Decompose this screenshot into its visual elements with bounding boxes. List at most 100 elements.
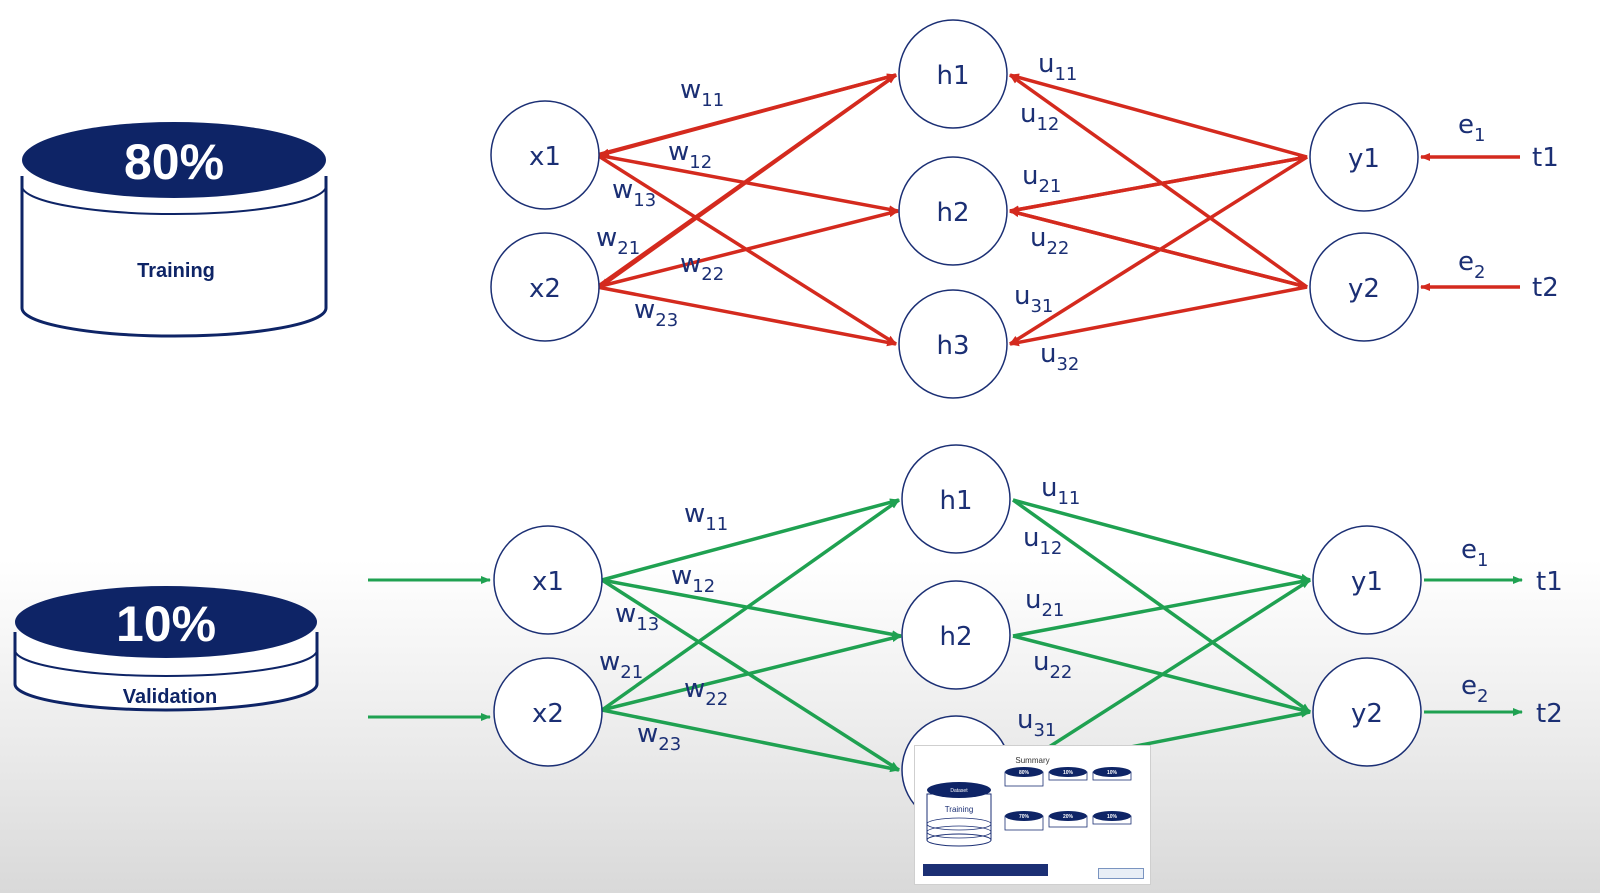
edge-w12-bottom: [601, 578, 902, 639]
label-w21-top: w21: [596, 223, 640, 259]
thumbnail-split-row-1: 80% 10% 10%: [1004, 767, 1132, 787]
thumbnail-dataset-stack: Dataset Training: [926, 782, 992, 847]
edge-w22-bottom: [601, 634, 902, 712]
edge-w11-head: [599, 73, 897, 157]
label-e2-top: e2: [1458, 247, 1485, 283]
svg-text:h1: h1: [939, 486, 972, 516]
node-x1-bottom: x1: [493, 525, 603, 635]
label-w13-bottom: w13: [615, 599, 659, 635]
edge-u-head-y1: [1009, 154, 1308, 213]
thumbnail-dataset-label: Dataset: [950, 788, 968, 794]
label-u31-top: u31: [1014, 281, 1053, 317]
node-h2-top: h2: [898, 156, 1008, 266]
label-w22-top: w22: [680, 249, 724, 285]
label-u11-top: u11: [1038, 49, 1077, 85]
node-h3-top: h3: [898, 289, 1008, 399]
label-w23-bottom: w23: [637, 719, 681, 755]
node-x2-top: x2: [490, 232, 600, 342]
svg-text:10%: 10%: [1107, 770, 1118, 776]
training-database: 80% Training: [20, 122, 328, 338]
svg-text:h1: h1: [936, 61, 969, 91]
edge-u11-bottom: [1012, 498, 1311, 582]
svg-text:y1: y1: [1348, 144, 1380, 174]
svg-text:h3: h3: [936, 331, 969, 361]
edge-u31-bottom: [1012, 578, 1311, 772]
target-t1-top: t1: [1532, 143, 1559, 173]
target-t2-top: t2: [1532, 273, 1559, 303]
training-db-body: [20, 176, 328, 338]
edge-u11-top: [1009, 73, 1308, 159]
svg-text:y1: y1: [1351, 567, 1383, 597]
label-w11-bottom: w11: [684, 499, 728, 535]
validation-percent: 10%: [116, 596, 216, 652]
training-label: Training: [137, 260, 215, 282]
edge-w21-head: [598, 73, 898, 289]
svg-text:y2: y2: [1351, 699, 1383, 729]
label-w12-top: w12: [668, 137, 712, 173]
edge-u12-top: [1008, 73, 1309, 289]
thumbnail-logo: [1098, 868, 1144, 879]
backprop-u-edges: [1008, 73, 1309, 347]
label-u11-bottom: u11: [1041, 473, 1080, 509]
target-t2-bottom: t2: [1536, 699, 1563, 729]
label-w13-top: w13: [612, 175, 656, 211]
label-u12-bottom: u12: [1023, 523, 1062, 559]
forward-input-edges: [368, 576, 491, 721]
svg-text:10%: 10%: [1107, 814, 1118, 820]
thumbnail-caption-bar: [923, 864, 1048, 876]
forward-w-edges: [600, 498, 902, 773]
validation-db-top: [15, 586, 317, 658]
forward-network: x1 x2 h1 h2 y1 y2 t1 t2 w11 w12 w13 w2: [368, 444, 1563, 825]
edge-w23-top: [596, 285, 897, 347]
validation-database: 10% Validation: [13, 586, 319, 712]
node-y1-bottom: y1: [1312, 525, 1422, 635]
label-u32-top: u32: [1040, 339, 1079, 375]
label-u31-bottom: u31: [1017, 705, 1056, 741]
node-h1-top: h1: [898, 19, 1008, 129]
thumbnail-title: Summary: [1015, 756, 1050, 765]
edge-u21-bottom: [1012, 577, 1311, 638]
svg-text:h2: h2: [939, 622, 972, 652]
slide-thumbnail[interactable]: Summary Dataset Training 80% 10% 10%: [914, 745, 1151, 885]
training-db-rim: [21, 185, 327, 215]
training-percent: 80%: [124, 134, 224, 190]
label-u22-bottom: u22: [1033, 647, 1072, 683]
edge-w21-bottom: [600, 498, 901, 712]
label-w11-top: w11: [680, 75, 724, 111]
svg-text:20%: 20%: [1063, 814, 1074, 820]
validation-label: Validation: [123, 686, 217, 708]
label-u22-top: u22: [1030, 223, 1069, 259]
svg-text:x1: x1: [529, 142, 561, 172]
label-w12-bottom: w12: [671, 561, 715, 597]
thumbnail-split-row-2: 70% 20% 10%: [1004, 811, 1132, 831]
svg-text:10%: 10%: [1063, 770, 1074, 776]
node-y2-top: y2: [1309, 232, 1419, 342]
edge-w23-bottom: [601, 708, 900, 773]
edge-w11-bottom: [601, 498, 900, 582]
backprop-error-edges: [1420, 153, 1520, 291]
label-u21-bottom: u21: [1025, 585, 1064, 621]
label-w21-bottom: w21: [599, 647, 643, 683]
training-db-top: [22, 122, 326, 198]
label-w22-bottom: w22: [684, 674, 728, 710]
label-u21-top: u21: [1022, 161, 1061, 197]
edge-u32-top: [1009, 285, 1308, 347]
label-e1-top: e1: [1458, 110, 1485, 146]
node-y2-bottom: y2: [1312, 657, 1422, 767]
svg-text:x2: x2: [532, 699, 564, 729]
forward-output-edges: [1424, 576, 1523, 716]
edge-u12-bottom: [1011, 498, 1312, 714]
svg-text:h2: h2: [936, 198, 969, 228]
edge-u-head-y2: [1009, 209, 1308, 289]
svg-text:x2: x2: [529, 274, 561, 304]
edge-w22-top: [596, 209, 899, 289]
validation-db-rim: [14, 649, 318, 677]
label-u12-top: u12: [1020, 99, 1059, 135]
svg-text:x1: x1: [532, 567, 564, 597]
label-e1-bottom: e1: [1461, 535, 1488, 571]
thumbnail-graphic: Dataset Training 80% 10% 10% 70% 20% 10%: [926, 767, 1132, 847]
backprop-network: x1 x2 h1 h2 h3 y1 y2 t1 t2 w11 w12: [490, 19, 1559, 399]
node-h1-bottom: h1: [901, 444, 1011, 554]
svg-text:y2: y2: [1348, 274, 1380, 304]
